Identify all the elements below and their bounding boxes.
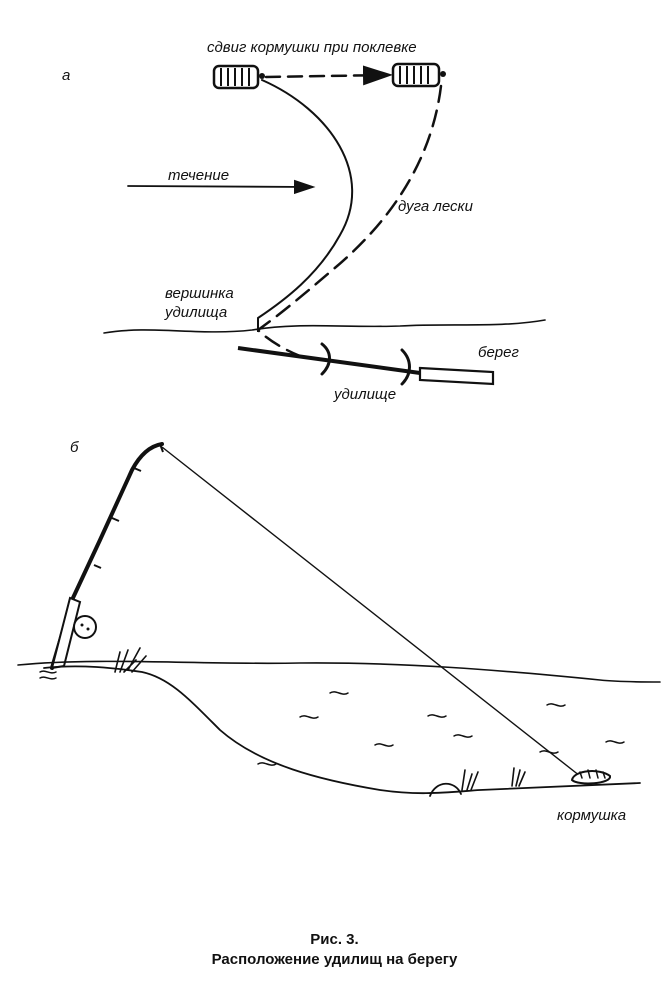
water-waves <box>257 691 625 766</box>
shift-arrow <box>264 65 393 86</box>
far-bank <box>17 660 661 683</box>
near-bank <box>43 665 641 795</box>
shoreline-a <box>103 319 546 334</box>
figure-caption: Рис. 3. Расположение удилищ на берегу <box>0 930 669 970</box>
label-feeder-shift: сдвиг кормушки при поклевке <box>207 39 417 56</box>
figure-title: Расположение удилищ на берегу <box>211 951 458 968</box>
figure-number: Рис. 3. <box>310 931 359 948</box>
stone-icon <box>429 782 462 797</box>
feeder-shifted-icon <box>391 62 446 88</box>
rod-a-icon <box>237 318 495 386</box>
label-shore: берег <box>478 344 519 361</box>
fishing-line-b <box>161 446 581 777</box>
panel-a: а сдвиг кормушки при поклевке течение <box>62 39 546 403</box>
line-arc-dashed <box>256 84 443 358</box>
panel-b-letter: б <box>70 439 79 456</box>
label-rod-tip-1: вершинка <box>165 285 234 302</box>
rod-b-icon <box>50 442 164 670</box>
feeder-original-icon <box>212 64 265 90</box>
panel-b: б <box>17 439 661 824</box>
line-arc-solid <box>257 79 354 319</box>
label-rod-tip-2: удилища <box>164 304 227 321</box>
label-line-arc: дуга лески <box>398 198 474 215</box>
label-current: течение <box>168 167 229 184</box>
feeder-b-icon <box>570 769 611 785</box>
panel-a-letter: а <box>62 67 70 84</box>
grass-icon <box>114 647 526 791</box>
label-rod: удилище <box>333 386 396 403</box>
current-arrow <box>127 179 316 195</box>
label-feeder: кормушка <box>557 807 626 824</box>
